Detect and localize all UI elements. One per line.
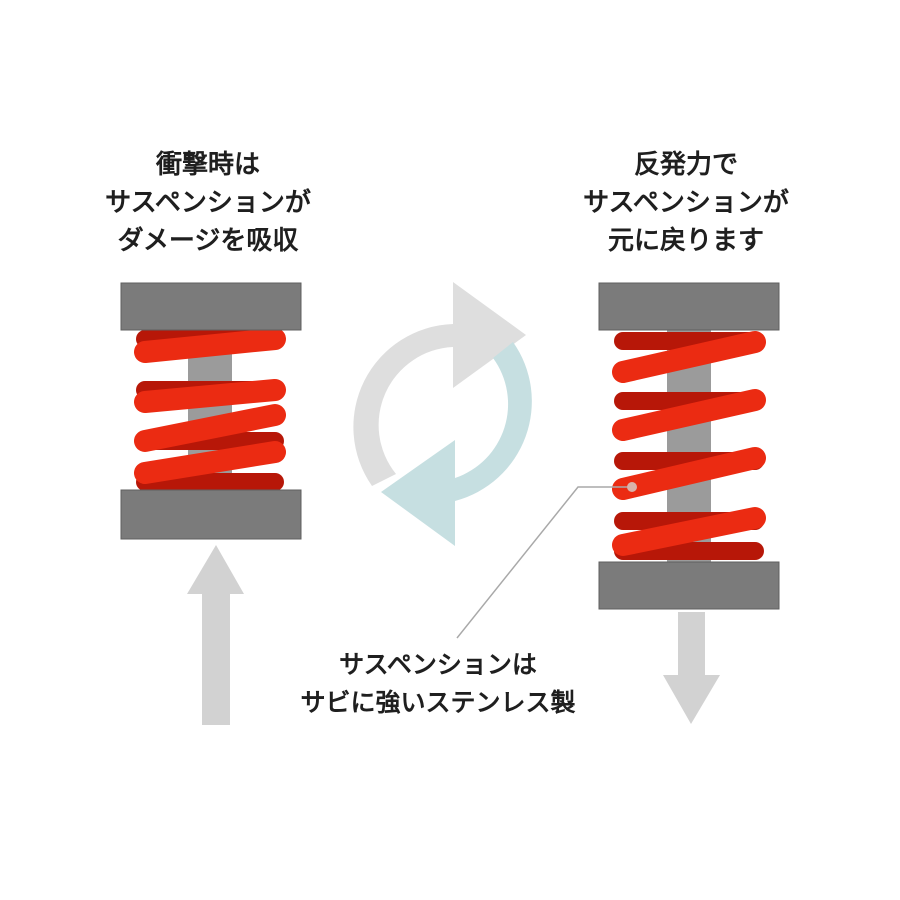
impact-caption-line-2: サスペンションが <box>105 188 311 218</box>
right-top-plate <box>598 282 780 331</box>
cycle-arrows <box>353 282 532 546</box>
cycle-arrow-gray <box>353 282 526 486</box>
leader-dot <box>627 482 637 492</box>
material-note: サスペンションは サビに強いステンレス製 <box>278 646 598 722</box>
material-note-line-2: サビに強いステンレス製 <box>300 688 576 717</box>
impact-caption-line-3: ダメージを吸収 <box>117 226 299 256</box>
downward-arrow <box>663 612 720 724</box>
impact-caption: 衝撃時は サスペンションが ダメージを吸収 <box>70 146 346 260</box>
left-bottom-plate <box>120 489 302 540</box>
material-leader <box>456 482 637 639</box>
cycle-arrow-teal <box>381 342 532 546</box>
rebound-caption-line-1: 反発力で <box>633 150 738 180</box>
left-top-plate <box>120 282 302 331</box>
impact-caption-line-1: 衝撃時は <box>155 150 260 180</box>
right-spring-front-coils <box>612 331 766 556</box>
extended-spring-assembly <box>598 282 780 610</box>
leader-line <box>456 486 630 639</box>
upward-arrow <box>187 545 244 725</box>
rebound-caption-line-2: サスペンションが <box>583 188 789 218</box>
rebound-caption: 反発力で サスペンションが 元に戻ります <box>548 146 824 260</box>
left-spring-front-coils <box>134 328 286 484</box>
right-bottom-plate <box>598 561 780 610</box>
rebound-caption-line-3: 元に戻ります <box>607 226 764 256</box>
material-note-line-1: サスペンションは <box>339 650 537 679</box>
compressed-spring-assembly <box>120 282 302 540</box>
